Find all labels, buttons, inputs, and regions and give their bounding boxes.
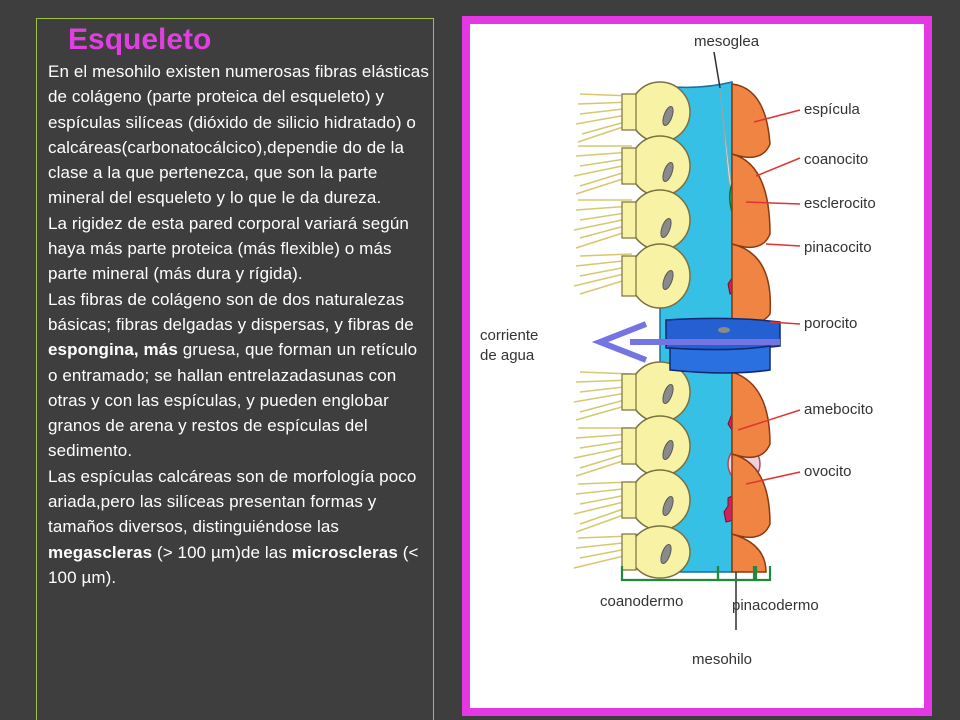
mesoglea-pointer [713, 51, 737, 630]
paragraph-rigidez: La rigidez de esta pared corporal variar… [48, 213, 409, 284]
pointer-lines [737, 109, 801, 485]
porocyte-lower [669, 345, 771, 374]
label-amebocito: amebocito [804, 401, 873, 418]
paragraph-fibras: En el mesohilo existen numerosas fibras … [48, 62, 429, 208]
label-coanocito: coanocito [804, 151, 868, 168]
diagram-labels: mesoglea espícula coanocito esclerocito … [480, 33, 876, 668]
flagella [573, 93, 633, 569]
paragraph-espiculas: Las espículas calcáreas son de morfologí… [48, 466, 419, 587]
label-pinacocito: pinacocito [804, 239, 872, 256]
label-esclerocito: esclerocito [804, 195, 876, 212]
pinacocyte-layer [731, 83, 772, 573]
slide-title: Esqueleto [68, 23, 212, 56]
label-coanodermo: coanodermo [600, 593, 683, 610]
figure-canvas: mesoglea espícula coanocito esclerocito … [470, 24, 924, 708]
label-pinacodermo: pinacodermo [732, 597, 819, 614]
figure-frame: mesoglea espícula coanocito esclerocito … [462, 16, 932, 716]
label-ovocito: ovocito [804, 463, 852, 480]
label-corriente: corriente [480, 327, 538, 344]
water-flow-arrowhead [591, 321, 648, 363]
choanocyte-layer [629, 81, 691, 579]
porocyte-nucleus [718, 327, 730, 333]
choanocyte-nuclei [660, 106, 674, 564]
label-mesohilo: mesohilo [692, 651, 752, 668]
label-porocito: porocito [804, 315, 857, 332]
label-mesoglea: mesoglea [694, 33, 760, 50]
layer-brackets [620, 566, 772, 582]
choanocyte-collars [621, 93, 637, 571]
text-panel: Esqueleto En el mesohilo existen numeros… [36, 18, 434, 720]
label-de-agua: de agua [480, 347, 535, 364]
label-espicula: espícula [804, 101, 861, 118]
sponge-wall-diagram: mesoglea espícula coanocito esclerocito … [480, 33, 876, 668]
body-text: En el mesohilo existen numerosas fibras … [48, 59, 433, 590]
paragraph-colageno: Las fibras de colágeno son de dos natura… [48, 289, 418, 461]
